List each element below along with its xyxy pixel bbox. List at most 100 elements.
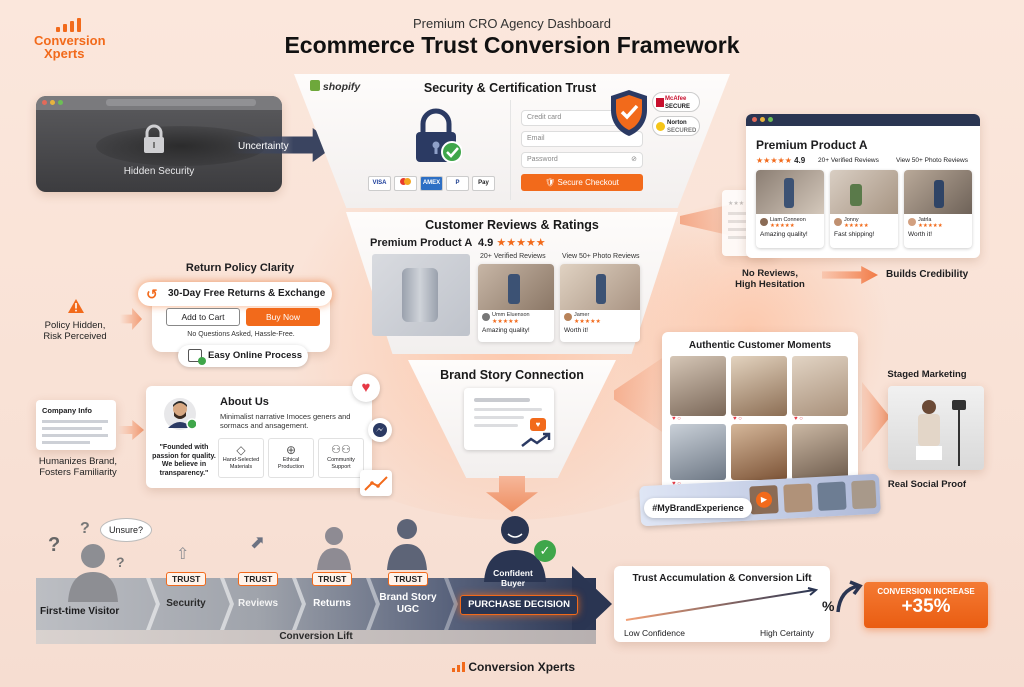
photo-reviews-link[interactable]: View 50+ Photo Reviews (562, 253, 640, 260)
rating-row: ★★★★★ 4.9 (756, 156, 806, 165)
percent-label: % (822, 598, 835, 614)
warning-icon (67, 298, 85, 319)
product-image (372, 254, 470, 336)
return-policy-title: Return Policy Clarity (185, 262, 295, 274)
first-time-visitor-label: First-time Visitor (40, 606, 120, 617)
password-input[interactable]: Password⊘ (521, 152, 643, 168)
right-review-card-2: Jonny ★★★★★ Fast shipping! (830, 170, 898, 248)
conversion-lift-label: Conversion Lift (279, 631, 353, 642)
footer-brand: Conversion Xperts (452, 660, 575, 674)
conversion-lift-bar (36, 630, 596, 644)
staged-marketing-label: Staged Marketing (887, 369, 967, 380)
brand-logo: Conversion Xperts (34, 18, 124, 60)
trust-badge: TRUST (312, 572, 353, 586)
step-returns-label: Returns (313, 598, 351, 609)
curved-arrow-up-icon (834, 580, 864, 619)
founder-avatar (164, 396, 198, 432)
heart-icon: ♥ (352, 374, 380, 402)
diamond-icon: ◇ (236, 443, 246, 457)
mcafee-icon (656, 98, 664, 107)
company-info-card: Company Info (36, 400, 116, 450)
return-arrow-icon: ↺ (146, 286, 158, 302)
security-tier-title: Security & Certification Trust (423, 81, 597, 95)
company-arrow (118, 420, 144, 440)
reviews-tier-title: Customer Reviews & Ratings (425, 218, 599, 232)
trust-badge: TRUST (166, 572, 207, 586)
moment-photo-5 (731, 424, 787, 480)
moment-photo-1 (670, 356, 726, 416)
builds-credibility-label: Builds Credibility (886, 269, 969, 280)
arrow-up-right-icon: ⬈ (250, 532, 266, 552)
authentic-moments-title: Authentic Customer Moments (688, 340, 832, 351)
staged-photo (888, 386, 984, 470)
avatar (834, 218, 842, 226)
avatar (760, 218, 768, 226)
check-circle-icon: ✓ (534, 540, 556, 562)
padlock-icon (412, 108, 463, 169)
no-reviews-label: No Reviews,High Hesitation (735, 268, 805, 290)
logo-text-line2: Xperts (44, 46, 85, 61)
policy-arrow (120, 308, 142, 330)
shopify-logo: shopify (310, 80, 360, 93)
policy-hidden-label: Policy Hidden,Risk Perceived (43, 320, 107, 342)
lock-icon (142, 124, 166, 159)
moment-photo-2 (731, 356, 787, 416)
unsure-thought-bubble: Unsure? (100, 518, 152, 542)
confident-buyer-silhouette (480, 512, 550, 587)
heart-chat-icon: ♥ (530, 418, 546, 431)
no-questions-text: No Questions Asked, Hassle-Free. (187, 331, 295, 338)
paypal-icon: P (446, 176, 469, 191)
like-icon: ♥ ○ (794, 416, 803, 422)
step-security-label: Security (166, 598, 206, 609)
question-mark-icon: ? (116, 554, 125, 570)
product-name: Premium Product A (370, 237, 473, 249)
right-review-card-1: Liam Conneon ★★★★★ Amazing quality! (756, 170, 824, 248)
lock-small-icon: 🛡 (545, 178, 556, 187)
product-rating: 4.9 ★★★★★ (478, 237, 546, 249)
question-mark-icon: ? (80, 520, 90, 537)
like-icon: ♥ ○ (672, 416, 681, 422)
high-certainty-label: High Certainty (760, 628, 814, 638)
form-divider (510, 100, 511, 200)
conversion-increase-badge: CONVERSION INCREASE +35% (864, 582, 988, 628)
person-silhouette (384, 516, 430, 575)
mastercard-icon (394, 176, 417, 191)
easy-online-badge: Easy Online Process (178, 345, 308, 367)
avatar (908, 218, 916, 226)
purchase-decision-badge: PURCHASE DECISION (460, 595, 578, 615)
trust-badge: TRUST (238, 572, 279, 586)
story-document-icon: ♥ (464, 388, 554, 450)
mug-shape (402, 268, 438, 322)
trend-up-icon (521, 432, 551, 447)
right-review-card-3: Jatrla ★★★★★ Worth it! (904, 170, 972, 248)
applepay-icon: Pay (472, 176, 495, 191)
like-icon: ♥ ○ (733, 416, 742, 422)
secure-checkout-button[interactable]: 🛡 Secure Checkout (521, 174, 643, 191)
people-icon: ⚇⚇ (331, 444, 351, 456)
email-input[interactable]: Email (521, 131, 643, 147)
visa-icon: VISA (368, 176, 391, 191)
avatar (564, 313, 572, 321)
moment-photo-4 (670, 424, 726, 480)
amex-icon: AMEX (420, 176, 443, 191)
box-icon (188, 349, 206, 365)
brand-story-tier-title: Brand Story Connection (440, 368, 584, 382)
returns-banner: ↺ 30-Day Free Returns & Exchange (138, 282, 332, 306)
review-photo-1 (478, 264, 554, 310)
verified-reviews: 20+ Verified Reviews (480, 253, 546, 260)
add-to-cart-button[interactable]: Add to Cart (166, 308, 240, 326)
buy-now-button[interactable]: Buy Now (246, 308, 320, 326)
avatar (482, 313, 490, 321)
uncertainty-label: Uncertainty (238, 141, 289, 152)
step-reviews-label: Reviews (237, 598, 279, 609)
humanizes-label: Humanizes Brand,Fosters Familiarity (38, 456, 118, 478)
moment-photo-3 (792, 356, 848, 416)
trust-badge: TRUST (388, 572, 429, 586)
